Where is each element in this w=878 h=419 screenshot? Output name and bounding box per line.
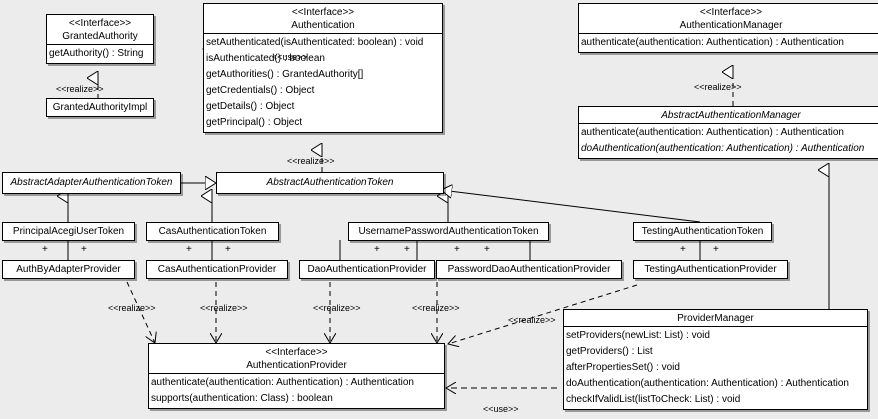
method-do-authentication: doAuthentication(authentication: Authent… [581,143,865,154]
assoc-marker-plus: + [680,244,686,255]
stereotype-label: <<Interface>> [291,7,355,18]
assoc-marker-plus: + [374,244,380,255]
class-box-username-password-authentication-token[interactable]: UsernamePasswordAuthenticationToken [348,222,549,241]
class-box-abstract-authentication-token[interactable]: AbstractAuthenticationToken [216,172,444,194]
method-compartment: authenticate(authentication: Authenticat… [579,123,878,158]
stereotype-label: <<Interface>> [265,347,328,358]
class-name-label: GrantedAuthority [62,31,138,42]
assoc-marker-plus: + [225,244,231,255]
method-compartment: setProviders(newList: List) : void getPr… [564,326,867,409]
class-box-auth-by-adapter-provider[interactable]: AuthByAdapterProvider [2,260,135,279]
class-box-provider-manager[interactable]: ProviderManager setProviders(newList: Li… [563,309,868,410]
stereotype-label: <<Interface>> [699,7,763,18]
class-box-principal-acegi-user-token[interactable]: PrincipalAcegiUserToken [2,222,135,241]
assoc-marker-plus: + [404,244,410,255]
method-authenticate: authenticate(authentication: Authenticat… [581,37,844,48]
method-check-if-valid-list: checkIfValidList(listToCheck: List) : vo… [566,394,741,405]
method-authenticate: authenticate(authentication: Authenticat… [581,127,844,138]
assoc-marker-plus: + [42,244,48,255]
class-box-cas-authentication-token[interactable]: CasAuthenticationToken [146,222,279,241]
method-get-authority: getAuthority() : String [49,48,144,59]
assoc-marker-plus: + [186,244,192,255]
class-header-authentication: <<Interface>> Authentication [204,4,442,33]
class-box-authentication-provider[interactable]: <<Interface>> AuthenticationProvider aut… [148,343,445,409]
class-name-label: AbstractAuthenticationManager [661,110,801,121]
method-compartment: getAuthority() : String [47,44,153,63]
class-box-abstract-authentication-manager[interactable]: AbstractAuthenticationManager authentica… [578,106,878,159]
class-box-password-dao-authentication-provider[interactable]: PasswordDaoAuthenticationProvider [436,260,622,279]
method-compartment: authenticate(authentication: Authenticat… [579,33,878,52]
class-box-granted-authority-impl[interactable]: GrantedAuthorityImpl [46,98,154,117]
class-name-label: AuthenticationProvider [246,360,347,371]
method-is-authenticated: isAuthenticated() : boolean [206,53,325,64]
class-header-abstract-authentication-manager: AbstractAuthenticationManager [579,107,878,123]
class-box-testing-authentication-token[interactable]: TestingAuthenticationToken [633,222,772,241]
class-header-authentication-provider: <<Interface>> AuthenticationProvider [149,344,444,373]
edge-label-use-authentication-granted-authority: <<use>> [272,52,308,62]
method-authenticate: authenticate(authentication: Authenticat… [151,377,414,388]
stereotype-label: <<Interface>> [68,18,132,29]
method-compartment: setAuthenticated(isAuthenticated: boolea… [204,33,442,132]
class-name-label: Authentication [291,20,355,31]
method-set-providers: setProviders(newList: List) : void [566,330,710,341]
assoc-marker-plus: + [81,244,87,255]
class-box-cas-authentication-provider[interactable]: CasAuthenticationProvider [146,260,288,279]
method-compartment: authenticate(authentication: Authenticat… [149,373,444,408]
edge-label-realize-abstract-authentication-manager: <<realize>> [694,82,742,92]
method-get-providers: getProviders() : List [566,346,653,357]
method-get-credentials: getCredentials() : Object [206,85,315,96]
class-header-authentication-manager: <<Interface>> AuthenticationManager [579,4,878,33]
edge-label-realize-granted-authority-impl: <<realize>> [56,84,104,94]
class-box-granted-authority[interactable]: <<Interface>> GrantedAuthority getAuthor… [46,14,154,64]
method-get-principal: getPrincipal() : Object [206,117,303,128]
assoc-marker-plus: + [454,244,460,255]
edge-label-realize-abstract-authentication-token: <<realize>> [287,156,335,166]
class-header-granted-authority: <<Interface>> GrantedAuthority [47,15,153,44]
class-name-label: AuthenticationManager [679,20,783,31]
edge-label-use-provider-manager-authentication-provider: <<use>> [483,404,519,414]
method-set-authenticated: setAuthenticated(isAuthenticated: boolea… [206,37,424,48]
class-box-authentication[interactable]: <<Interface>> Authentication setAuthenti… [203,3,443,133]
method-get-details: getDetails() : Object [206,101,295,112]
class-box-authentication-manager[interactable]: <<Interface>> AuthenticationManager auth… [578,3,878,53]
assoc-marker-plus: + [484,244,490,255]
class-box-dao-authentication-provider[interactable]: DaoAuthenticationProvider [299,260,435,279]
class-header-provider-manager: ProviderManager [564,310,867,326]
method-get-authorities: getAuthorities() : GrantedAuthority[] [206,69,364,80]
edge-label-realize-dao-authentication-provider: <<realize>> [313,303,361,313]
method-supports: supports(authentication: Class) : boolea… [151,393,333,404]
edge-label-realize-password-dao-authentication-provider: <<realize>> [412,303,460,313]
edge-label-realize-cas-authentication-provider: <<realize>> [200,303,248,313]
edge-label-realize-testing-authentication-provider: <<realize>> [508,315,556,325]
class-name-label: ProviderManager [677,313,754,324]
class-box-testing-authentication-provider[interactable]: TestingAuthenticationProvider [633,260,788,279]
edge-label-realize-auth-by-adapter-provider: <<realize>> [108,303,156,313]
method-after-properties-set: afterPropertiesSet() : void [566,362,680,373]
assoc-marker-plus: + [713,244,719,255]
class-box-abstract-adapter-authentication-token[interactable]: AbstractAdapterAuthenticationToken [2,172,181,194]
method-do-authentication: doAuthentication(authentication: Authent… [566,378,849,389]
